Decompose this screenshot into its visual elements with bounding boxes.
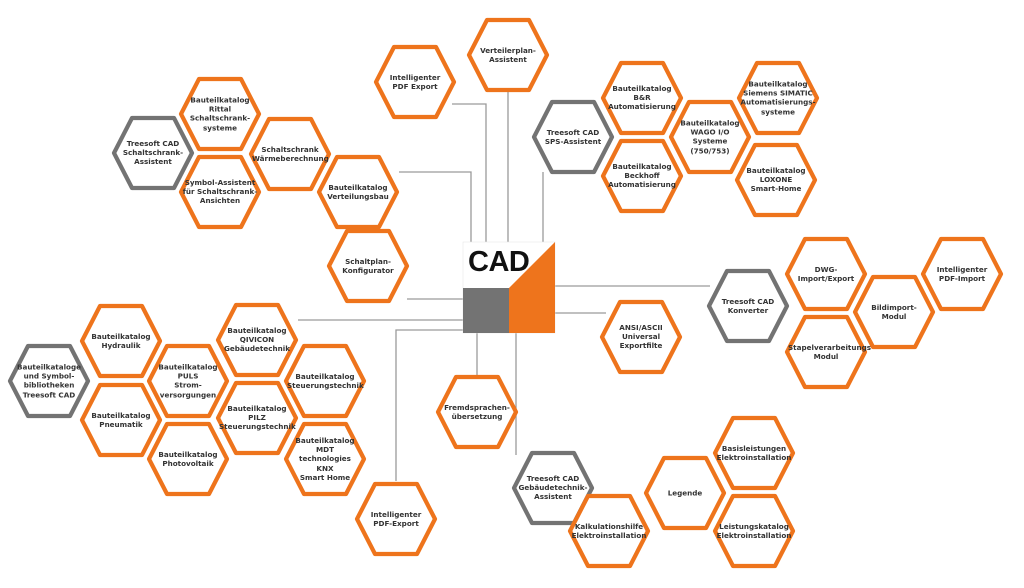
hex-node-bauteilkataloge[interactable] bbox=[7, 343, 91, 419]
hex-node-qivicon[interactable] bbox=[215, 302, 299, 378]
hex-node-schaltplan-konfigurator[interactable] bbox=[326, 228, 410, 304]
cad-title: CAD bbox=[468, 246, 530, 278]
hex-node-wago[interactable] bbox=[668, 99, 752, 175]
hex-node-pdf-export-top[interactable] bbox=[373, 44, 457, 120]
hex-node-puls[interactable] bbox=[146, 343, 230, 419]
connector-lines bbox=[298, 92, 710, 481]
hex-node-pdf-export-bottom[interactable] bbox=[354, 481, 438, 557]
hex-node-siemens[interactable] bbox=[736, 60, 820, 136]
hex-node-rittal[interactable] bbox=[178, 76, 262, 152]
hex-node-bildimport[interactable] bbox=[852, 274, 936, 350]
hex-node-dwg[interactable] bbox=[784, 236, 868, 312]
hex-node-stapelverarbeitung[interactable] bbox=[784, 314, 868, 390]
connector-line bbox=[452, 103, 487, 242]
hex-node-konverter[interactable] bbox=[706, 268, 790, 344]
hex-node-steuerungstechnik[interactable] bbox=[283, 343, 367, 419]
hex-node-sps-assistent[interactable] bbox=[531, 99, 615, 175]
cad-logo-grey-block bbox=[463, 288, 509, 333]
hex-node-loxone[interactable] bbox=[734, 142, 818, 218]
hex-node-beckhoff[interactable] bbox=[600, 138, 684, 214]
hex-node-schaltschrank-assistent[interactable] bbox=[111, 115, 195, 191]
cad-logo-orange-shape bbox=[509, 242, 555, 333]
hex-node-waermeberechnung[interactable] bbox=[248, 116, 332, 192]
hex-node-hydraulik[interactable] bbox=[79, 303, 163, 379]
hex-node-ansi-ascii[interactable] bbox=[599, 299, 683, 375]
hex-node-basisleistungen[interactable] bbox=[712, 415, 796, 491]
hex-node-verteilungsbau[interactable] bbox=[316, 154, 400, 230]
hex-node-pneumatik[interactable] bbox=[79, 382, 163, 458]
hex-node-br[interactable] bbox=[600, 60, 684, 136]
hex-node-photovoltaik[interactable] bbox=[146, 421, 230, 497]
hex-node-legende[interactable] bbox=[643, 455, 727, 531]
hex-node-pilz[interactable] bbox=[215, 380, 299, 456]
connector-line bbox=[395, 329, 463, 481]
hex-node-symbol-assistent[interactable] bbox=[178, 154, 262, 230]
hex-nodes bbox=[7, 17, 1004, 569]
hex-node-mdt[interactable] bbox=[283, 421, 367, 497]
connector-line bbox=[399, 171, 472, 242]
hex-node-pdf-import[interactable] bbox=[920, 236, 1004, 312]
hex-node-kalkulationshilfe[interactable] bbox=[567, 493, 651, 569]
hex-node-leistungskatalog[interactable] bbox=[712, 493, 796, 569]
hex-node-verteilerplan[interactable] bbox=[466, 17, 550, 93]
hex-node-fremdsprachen[interactable] bbox=[435, 374, 519, 450]
hex-node-gebaeudetechnik-assistent[interactable] bbox=[511, 450, 595, 526]
cad-logo bbox=[462, 241, 556, 334]
